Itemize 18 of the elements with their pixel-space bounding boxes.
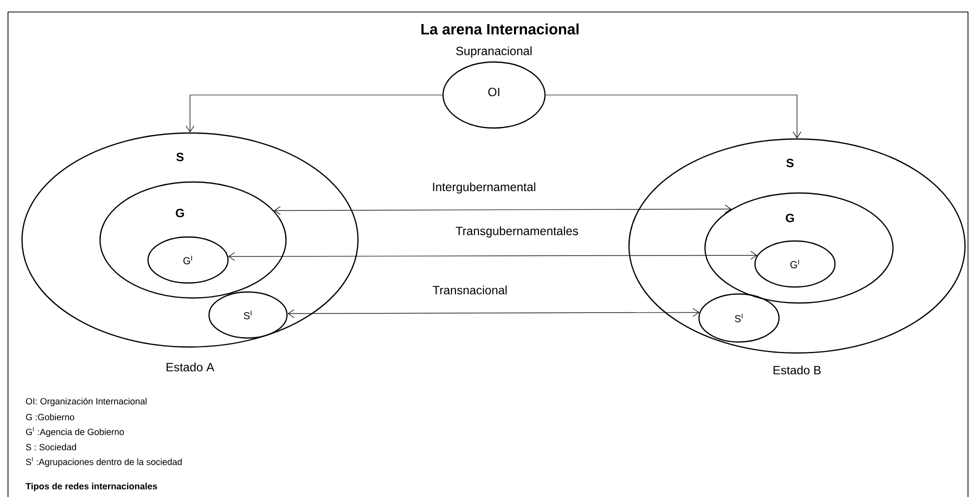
legend-text: G :Gobierno xyxy=(26,414,74,420)
arrow xyxy=(274,204,732,215)
node-label: Estado B xyxy=(774,366,821,374)
arrow xyxy=(288,308,700,318)
legend-text: S : Sociedad xyxy=(26,444,76,450)
legend-text: OI: Organización Internacional xyxy=(26,398,146,406)
legend-text: S$^{I}$ :Agrupaciones dentro de la sociedad xyxy=(26,457,182,467)
arrow xyxy=(186,94,443,132)
arrow xyxy=(228,250,758,261)
edge-label: Transgubernamentales xyxy=(454,225,580,239)
edge-label: Transnacional xyxy=(432,284,508,296)
arrow xyxy=(545,94,802,138)
legend-text: G$^{I}$ :Agencia de Gobierno xyxy=(26,427,124,437)
node-label: Supranacional xyxy=(456,46,532,58)
legend-text: Tipos de redes internacionales xyxy=(26,482,158,492)
title: La arena Internacional xyxy=(421,23,579,34)
edge-label: Intergubernamental xyxy=(430,181,538,195)
node-label: Estado A xyxy=(166,362,214,372)
